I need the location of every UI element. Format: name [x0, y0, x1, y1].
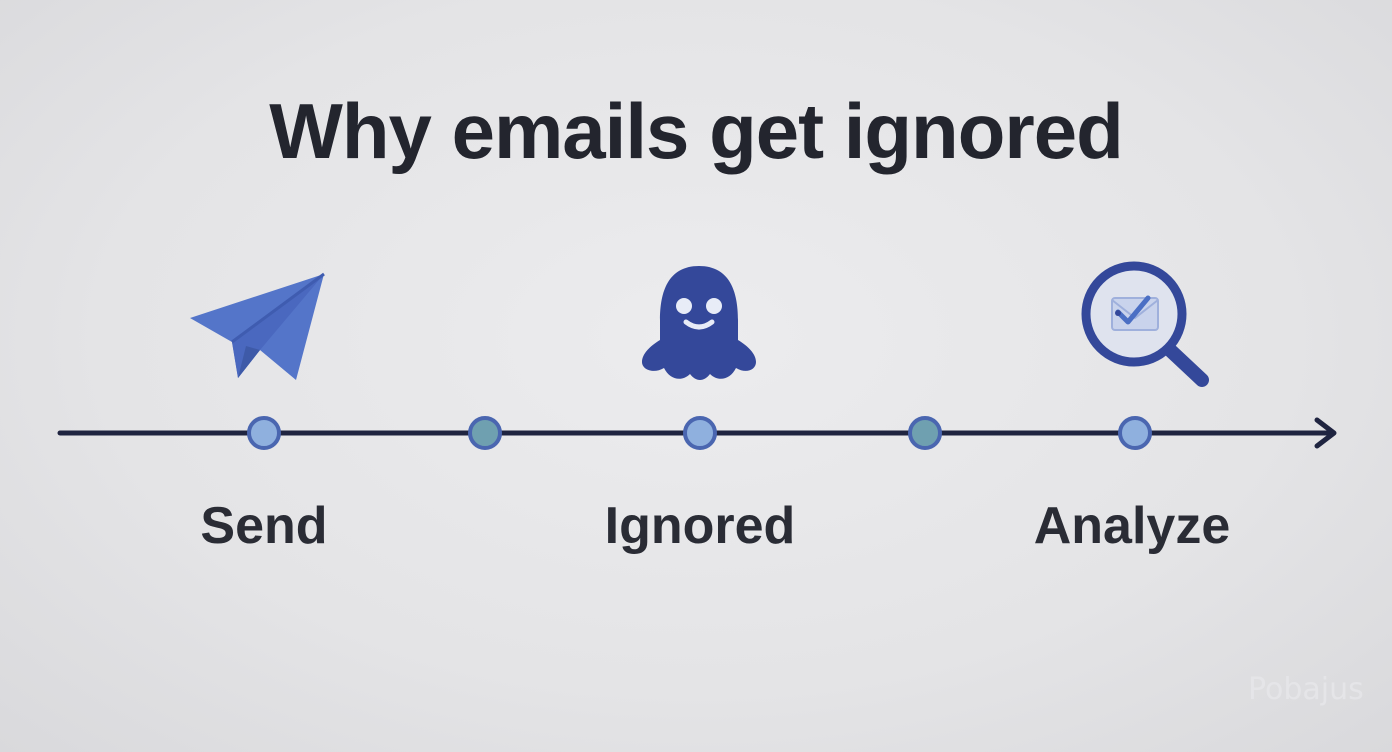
timeline-node-send — [247, 416, 281, 450]
timeline-node — [468, 416, 502, 450]
timeline-node-ignored — [683, 416, 717, 450]
page-title: Why emails get ignored — [269, 87, 1123, 175]
paper-plane-icon — [190, 272, 325, 380]
timeline-arrowhead — [1314, 417, 1337, 449]
ghost-icon — [642, 266, 756, 380]
step-label-ignored: Ignored — [604, 497, 796, 555]
magnifier-email-icon — [1081, 261, 1209, 387]
timeline-node-analyze — [1118, 416, 1152, 450]
step-label-analyze: Analyze — [1033, 497, 1231, 555]
step-label-send: Send — [200, 497, 328, 555]
watermark: Pobajus — [1248, 672, 1364, 707]
timeline-node — [908, 416, 942, 450]
